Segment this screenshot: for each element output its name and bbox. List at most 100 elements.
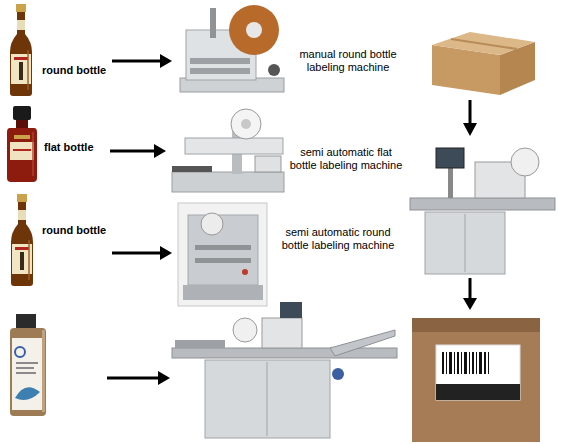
round-bottle [27,50,29,90]
square-bottle [16,367,34,369]
top-labeler [465,214,466,272]
labeled-box [436,345,520,400]
machine-item: manual round bottle labeling machine [174,2,412,98]
flow-arrow [107,100,477,385]
flat-labeler [185,138,283,154]
labeled-box [472,352,474,374]
item-label: flat bottle [44,141,94,154]
round-bottle [28,240,30,280]
flat-bottle [7,128,37,182]
automatic-labeler [267,362,268,436]
square-bottle [10,328,46,416]
flow-arrow [112,54,172,68]
square-bottle [16,362,38,364]
top-labeler [410,198,555,210]
flat-labeler [172,166,212,172]
flow-arrow [107,377,160,380]
round-labeler [242,269,248,275]
item-label: round bottle [42,64,106,77]
manual-labeler [246,22,262,38]
square-bottle [15,347,25,357]
labeled-box [449,352,452,374]
flat-labeler [172,109,284,192]
manual-labeler [180,5,284,92]
arrow-head [160,246,172,260]
flat-labeler [231,109,261,139]
round-labeler [178,203,267,306]
labeled-box [461,352,462,374]
round-bottle [17,194,27,202]
flat-bottle [13,106,31,120]
labeled-box [436,384,520,400]
square-bottle [16,372,36,374]
labeled-box [488,352,489,374]
square-bottle [10,314,46,416]
labeled-box [412,318,540,442]
round-bottle [19,62,23,80]
labeled-box [412,318,540,332]
automatic-labeler [233,318,257,342]
labeled-box [457,352,459,374]
item-label: manual round bottle labeling machine [286,48,410,74]
carton-box [432,32,535,95]
flat-labeler [172,172,284,192]
machine-item: semi automatic round bottle labeling mac… [174,202,400,308]
automatic-labeler [172,302,397,438]
arrow-line [112,252,162,255]
labeled-box [454,352,455,374]
flow-arrow [469,100,472,125]
flow-arrow [469,278,472,300]
round-labeler [195,258,251,263]
flow-arrow [158,371,170,385]
automatic-labeler [280,302,302,318]
labeled-box [469,352,470,374]
bottle-item: round bottle [4,2,110,98]
labeled-box [442,352,444,374]
flow-arrow [463,298,477,310]
automatic-labeler [172,348,397,358]
labeled-box [484,352,486,374]
flat-bottle [13,149,31,151]
labeled-box [446,352,447,374]
arrow-head [154,144,166,158]
round-labeler [183,285,263,300]
round-bottle [11,202,33,286]
flat-labeler [255,156,281,172]
round-labeler [178,203,267,306]
item-label: round bottle [42,224,106,237]
square-bottle [15,387,40,400]
bottle-item: round bottle [4,192,110,288]
flow-arrow [463,123,477,136]
flat-bottle [32,132,34,176]
carton-box [432,32,535,55]
manual-labeler [190,58,250,64]
top-labeler [448,166,453,198]
square-bottle [12,338,42,410]
square-bottle [16,314,36,328]
arrow-head [160,54,172,68]
automatic-labeler [262,318,302,348]
round-bottle [18,210,26,220]
flat-bottle [16,120,28,128]
round-bottle [15,247,29,250]
labeled-box [464,352,467,374]
labeled-box [476,352,477,374]
round-labeler [195,245,251,250]
automatic-labeler [332,368,344,380]
manual-labeler [190,68,250,74]
flat-bottle [14,135,30,139]
square-bottle [42,330,45,412]
automatic-labeler [205,360,330,438]
flat-bottle [7,106,37,182]
manual-labeler [229,5,279,55]
top-labeler [410,148,555,274]
labeled-box [412,318,540,442]
top-labeler [425,212,505,274]
top-labeler [511,148,539,176]
carton-box [451,39,517,49]
item-label: semi automatic round bottle labeling mac… [278,226,398,252]
arrow-line [112,60,162,63]
flow-arrow [110,144,166,158]
top-labeler [436,148,464,168]
item-label: semi automatic flat bottle labeling mach… [286,146,406,172]
